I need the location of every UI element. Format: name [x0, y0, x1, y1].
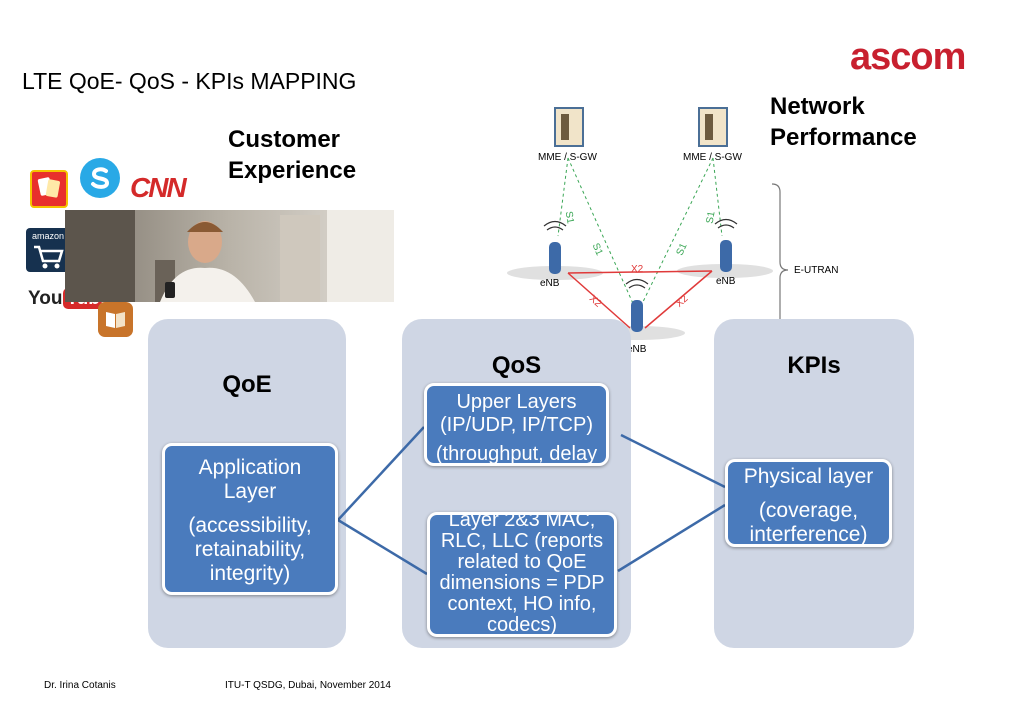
enb-bottom-label: eNB	[627, 344, 647, 355]
physical-layer-line-3: interference)	[749, 523, 868, 546]
lower-to-physical-connector	[617, 503, 726, 573]
cnn-icon: CNN	[130, 172, 187, 203]
application-layer-line-1: Application	[198, 456, 302, 479]
upper-layers-line-2: (IP/UDP, IP/TCP)	[440, 414, 593, 436]
physical-layer-box: Physical layer (coverage, interference)	[725, 459, 892, 547]
street-scene-glyph	[65, 210, 394, 302]
shopping-cart-glyph	[34, 245, 64, 269]
customer-experience-line-2: Experience	[228, 157, 357, 184]
footer-author: Dr. Irina Cotanis	[44, 680, 116, 691]
upper-layers-line-1: Upper Layers	[456, 391, 577, 413]
book-glyph	[106, 312, 125, 328]
network-performance-heading: Network Performance	[770, 91, 917, 153]
ascom-logo: ascom	[850, 36, 966, 78]
layer-2-3-box: Layer 2&3 MAC, RLC, LLC (reports related…	[427, 512, 617, 637]
enb-right-label: eNB	[716, 276, 736, 287]
mme-right-server-icon	[698, 107, 728, 147]
layer-2-3-line-5: context, HO info,	[447, 593, 597, 615]
slide-title: LTE QoE- QoS - KPIs MAPPING	[22, 68, 357, 94]
application-layer-line-5: integrity)	[209, 562, 291, 585]
application-layer-line-2: Layer	[223, 480, 277, 503]
e-utran-network-diagram	[507, 107, 789, 356]
user-with-phone-photo	[65, 210, 394, 302]
network-performance-line-1: Network	[770, 93, 865, 120]
enb-left-antenna-icon	[543, 220, 567, 274]
e-utran-label: E-UTRAN	[794, 265, 839, 276]
enb-right-antenna-icon	[714, 218, 738, 272]
s1-links	[557, 157, 723, 309]
x2-label-top: X2	[631, 264, 644, 275]
amazon-icon: amazon	[26, 228, 70, 272]
mme-right-label: MME / S-GW	[683, 152, 742, 163]
qoe-to-upper-connector	[337, 426, 425, 521]
layer-2-3-line-3: related to QoE	[457, 551, 587, 573]
mme-left-label: MME / S-GW	[538, 152, 597, 163]
upper-layers-box: Upper Layers (IP/UDP, IP/TCP) (throughpu…	[424, 383, 609, 466]
physical-layer-line-2: (coverage,	[758, 499, 859, 522]
amazon-icon-text: amazon	[31, 231, 65, 241]
customer-experience-heading: Customer Experience	[228, 124, 356, 186]
layer-2-3-line-2: RLC, LLC (reports	[440, 530, 604, 552]
physical-layer-line-1: Physical layer	[743, 465, 874, 488]
network-performance-line-2: Performance	[770, 124, 917, 151]
application-layer-line-3: (accessibility,	[188, 514, 312, 537]
layer-2-3-line-1: Layer 2&3 MAC,	[448, 512, 596, 531]
ibooks-icon	[98, 302, 133, 337]
enb-left-label: eNB	[540, 278, 560, 289]
qoe-title: QoE	[222, 371, 272, 398]
kpis-title: KPIs	[787, 352, 841, 379]
upper-layers-line-3: (throughput, delay	[435, 443, 598, 465]
mme-left-server-icon	[554, 107, 584, 147]
customer-experience-line-1: Customer	[228, 126, 341, 153]
youtube-you-text: You	[28, 288, 63, 309]
layer-2-3-line-6: codecs)	[486, 614, 558, 636]
skype-glyph	[91, 167, 110, 189]
application-layer-box: Application Layer (accessibility, retain…	[162, 443, 338, 595]
upper-to-physical-connector	[620, 433, 726, 489]
footer-event: ITU-T QSDG, Dubai, November 2014	[225, 680, 391, 691]
enb-bottom-antenna-icon	[625, 278, 649, 332]
cards-game-icon	[30, 170, 68, 208]
application-layer-line-4: retainability,	[194, 538, 306, 561]
qos-title: QoS	[491, 352, 542, 379]
qoe-to-lower-connector	[337, 518, 428, 576]
layer-2-3-line-4: dimensions = PDP	[439, 572, 605, 594]
x2-links	[567, 270, 713, 329]
cards-game-glyph	[37, 177, 60, 198]
skype-icon	[80, 158, 120, 198]
